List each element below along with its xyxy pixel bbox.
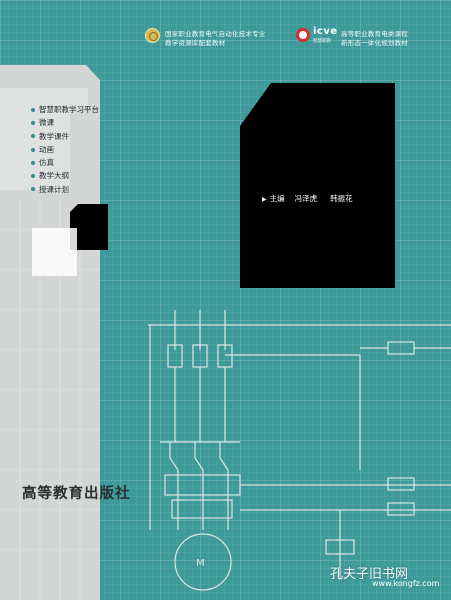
resource-label: 动画 xyxy=(39,144,54,154)
resource-label: 仿真 xyxy=(39,158,54,168)
circuit-diagram xyxy=(148,310,451,591)
watermark-url: www.kongfz.com xyxy=(372,579,440,588)
resource-label: 教学大纲 xyxy=(39,171,69,181)
watermark-text: 孔夫子旧书网 xyxy=(330,567,409,582)
resource-item: 智慧职教学习平台 xyxy=(31,103,99,116)
resource-label: 微课 xyxy=(39,118,54,128)
resource-item: 动画 xyxy=(31,143,99,156)
editor-name: 冯泽虎 xyxy=(294,194,318,203)
resource-label: 授课计划 xyxy=(39,184,69,194)
resource-list: 智慧职教学习平台 微课 教学课件 动画 仿真 教学大纲 授课计划 xyxy=(31,103,99,196)
bullet-icon xyxy=(31,134,35,139)
publisher-name: 高等教育出版社 xyxy=(22,485,131,502)
header-right-line2: 新形态一体化规划教材 xyxy=(341,39,408,47)
editor-name: 韩振花 xyxy=(330,194,353,203)
ministry-seal-icon xyxy=(145,28,160,43)
panel-inner-strip xyxy=(0,88,88,190)
bullet-icon xyxy=(31,147,35,152)
resource-item: 微课 xyxy=(31,116,99,129)
resource-item: 教学课件 xyxy=(31,130,99,143)
bullet-icon xyxy=(31,174,35,179)
motor-label: M xyxy=(196,558,205,569)
bullet-icon xyxy=(31,107,35,112)
resource-label: 教学课件 xyxy=(39,131,69,141)
icve-logo-text: icve xyxy=(313,26,338,37)
header-left-line1: 国家职业教育电气自动化技术专业 xyxy=(165,30,266,38)
panel-black-tab xyxy=(70,204,108,250)
resource-item: 授课计划 xyxy=(31,183,99,196)
left-panel xyxy=(0,65,100,600)
icve-logo-subtext: 智慧职教 xyxy=(313,39,331,44)
bullet-icon xyxy=(31,187,35,192)
resource-label: 智慧职教学习平台 xyxy=(39,105,99,114)
bullet-icon xyxy=(31,120,35,125)
header-left-line2: 教学资源库配套教材 xyxy=(165,39,226,47)
resource-item: 仿真 xyxy=(31,156,99,169)
editors-line: ▶主编冯泽虎 韩振花 xyxy=(262,193,353,204)
resource-item: 教学大纲 xyxy=(31,169,99,182)
panel-white-block xyxy=(32,228,77,276)
bullet-icon xyxy=(31,160,35,165)
title-block xyxy=(240,83,395,288)
header-right-line1: 高等职业教育电类课程 xyxy=(341,30,408,38)
icve-logo-icon xyxy=(296,28,310,42)
play-arrow-icon: ▶ xyxy=(262,196,267,203)
editor-role: 主编 xyxy=(269,194,285,203)
